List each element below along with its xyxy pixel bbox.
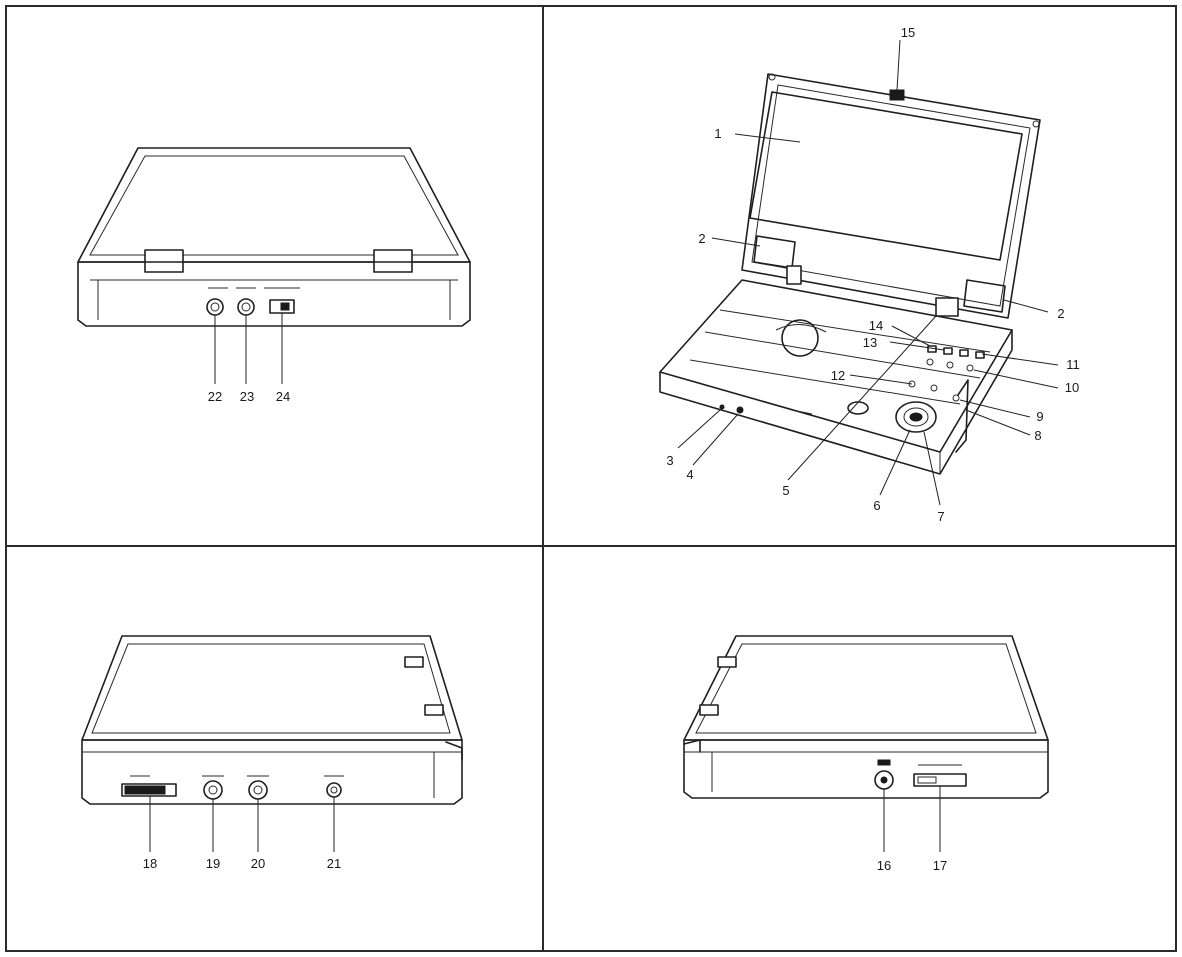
jack-23 — [237, 298, 255, 316]
callout-23: 23 — [240, 389, 254, 404]
callout-16: 16 — [877, 858, 891, 873]
jack-21 — [326, 782, 342, 798]
disc-hub — [781, 319, 819, 357]
callout-12: 12 — [831, 368, 845, 383]
right-side-view-panel — [683, 635, 1049, 852]
callout-2-left: 2 — [698, 231, 705, 246]
volume-wheel-18 — [121, 775, 177, 797]
callout-24: 24 — [276, 389, 290, 404]
speaker-left — [753, 235, 796, 269]
callout-labels: 1 2 2 3 4 5 6 7 8 9 10 11 12 13 14 15 16… — [143, 25, 1080, 873]
control-buttons — [908, 345, 985, 402]
callout-9: 9 — [1036, 409, 1043, 424]
dc-jack-16 — [874, 759, 894, 790]
switch-24 — [269, 299, 295, 314]
speaker-right — [963, 279, 1006, 313]
outer-frame — [5, 5, 1177, 952]
jack-20 — [248, 780, 268, 800]
callout-14: 14 — [869, 318, 883, 333]
callout-6: 6 — [873, 498, 880, 513]
callout-8: 8 — [1034, 428, 1041, 443]
callout-3: 3 — [666, 453, 673, 468]
callout-1: 1 — [714, 126, 721, 141]
latch-15 — [889, 89, 905, 101]
callout-18: 18 — [143, 856, 157, 871]
callout-7: 7 — [937, 509, 944, 524]
callout-21: 21 — [327, 856, 341, 871]
open-button-5 — [847, 401, 869, 415]
callout-11: 11 — [1066, 357, 1080, 372]
callout-5: 5 — [782, 483, 789, 498]
open-view-panel — [659, 39, 1059, 506]
callout-19: 19 — [206, 856, 220, 871]
callout-20: 20 — [251, 856, 265, 871]
callout-2-right: 2 — [1057, 306, 1064, 321]
callout-22: 22 — [208, 389, 222, 404]
callout-17: 17 — [933, 858, 947, 873]
navigation-pad — [895, 401, 937, 433]
power-switch-17 — [913, 764, 967, 787]
jack-19 — [203, 780, 223, 800]
jack-22 — [206, 298, 224, 316]
callout-15: 15 — [901, 25, 915, 40]
callout-13: 13 — [863, 335, 877, 350]
back-view-panel — [77, 147, 471, 384]
callout-10: 10 — [1065, 380, 1079, 395]
left-side-view-panel — [81, 635, 463, 852]
callout-4: 4 — [686, 467, 693, 482]
